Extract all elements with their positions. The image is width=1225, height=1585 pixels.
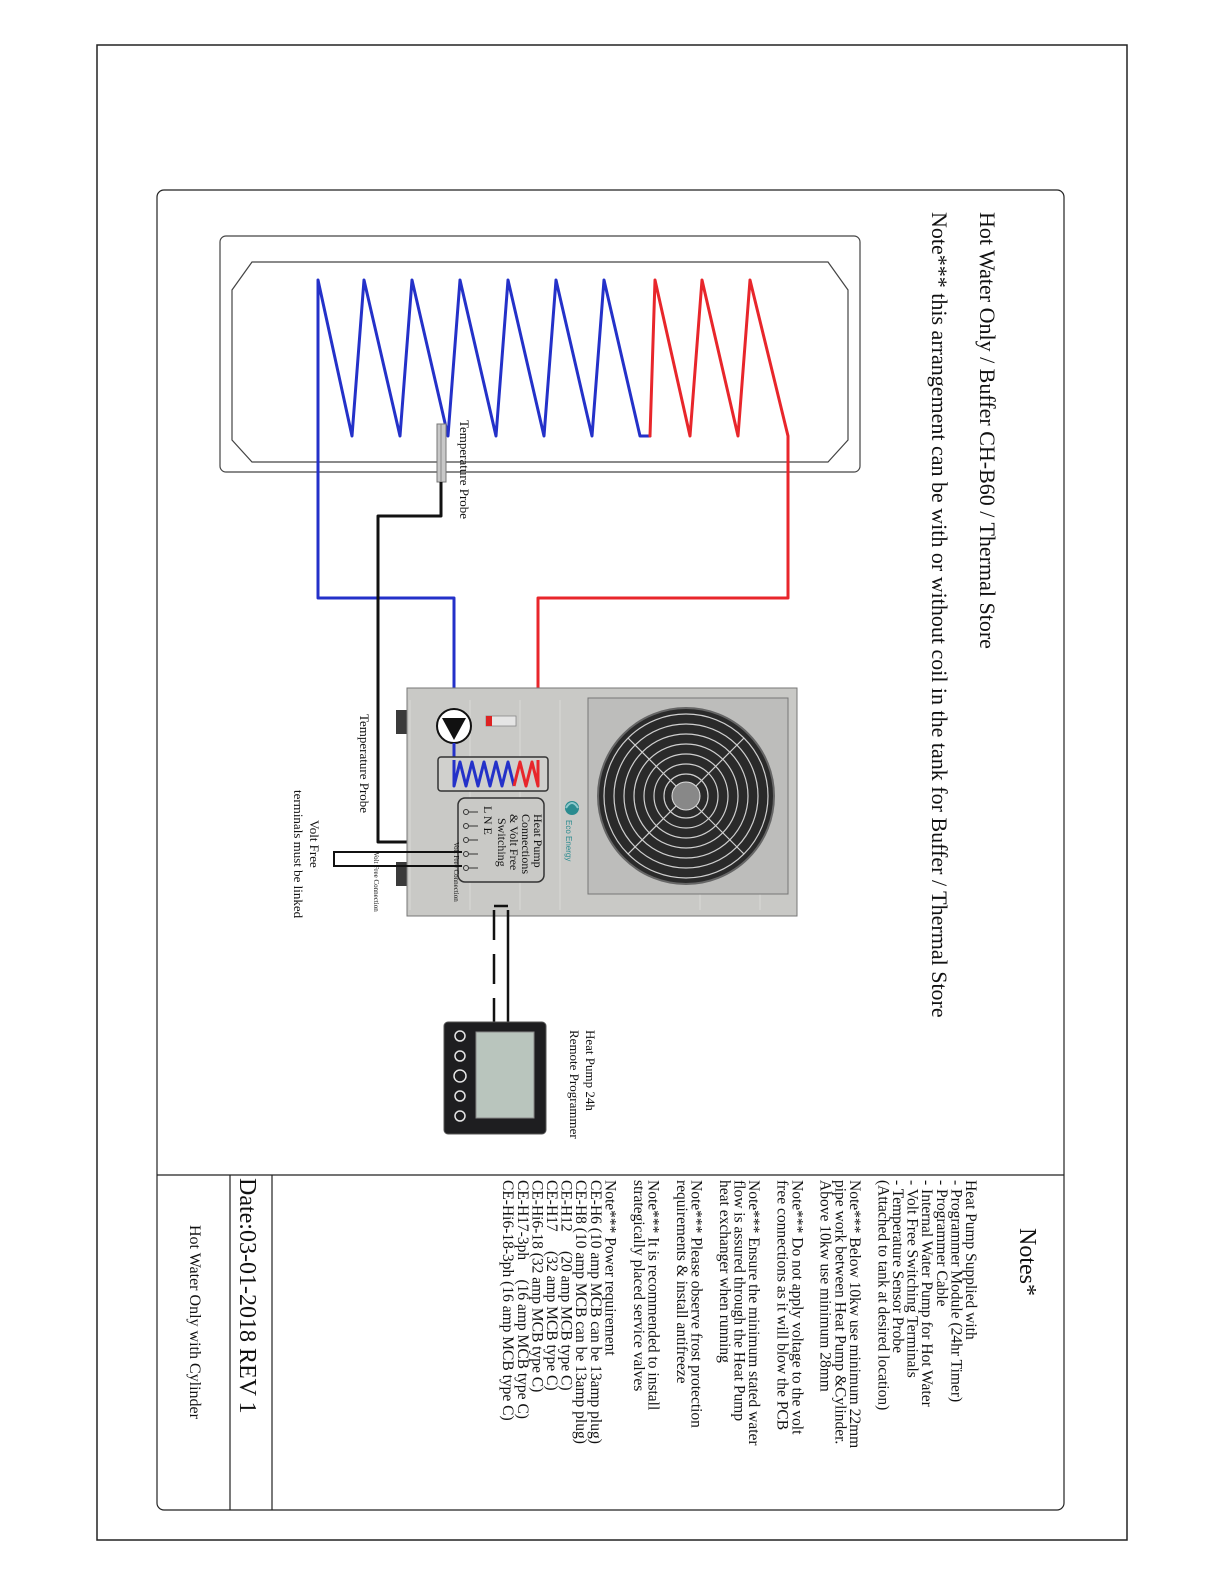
note-line: CE-H17-3ph (16 amp MCB type C) (514, 1180, 531, 1419)
probe-cable (376, 482, 443, 844)
coil-cold-section (316, 278, 652, 598)
notes-list: Heat Pump Supplied with- Programmer Modu… (499, 1180, 979, 1448)
note-line: - Temperature Sensor Probe (889, 1180, 906, 1353)
note-line: - Volt Free Switching Terminals (904, 1180, 921, 1378)
remote-programmer (443, 1021, 547, 1135)
note-line: Note*** Below 10kw use minimum 22mm (846, 1180, 863, 1448)
note-line: Heat Pump Supplied with (962, 1180, 979, 1340)
note-line: CE-H6 (10 amp MCB can be 13amp plug) (587, 1180, 604, 1444)
note-line: strategically placed service valves (630, 1180, 647, 1391)
note-line: CE-H12 (20 amp MCB type C) (558, 1180, 575, 1391)
inner-frame (156, 189, 1065, 1511)
diagram-title: Hot Water Only / Buffer CH-B60 / Thermal… (975, 212, 1000, 649)
note-line: free connections as it will blow the PCB (774, 1180, 791, 1430)
heat-pump-unit (396, 687, 798, 917)
title-block-date: Date:03-01-2018 REV 1 (234, 1178, 260, 1414)
note-line: Note*** Do not apply voltage to the volt (788, 1180, 805, 1435)
hp-panel-line-4: Switching (495, 818, 509, 867)
flow-pipe-hot (536, 436, 790, 760)
volt-free-label-2: terminals must be linked (291, 790, 306, 919)
programmer-cable (492, 904, 510, 1024)
hp-panel-line-3: & Volt Free (507, 814, 521, 870)
tank-coil (316, 278, 790, 598)
volt-free-label: Volt Free (307, 820, 322, 868)
diagram-subtitle: Note*** this arrangement can be with or … (927, 212, 952, 1018)
volt-free-connection-label-2: Volt Free Connection (372, 852, 380, 912)
title-block-name: Hot Water Only with Cylinder (186, 1225, 203, 1420)
tank-temperature-probe (436, 423, 447, 483)
notes-heading: Notes* (1014, 1228, 1040, 1296)
brand-logo (565, 801, 579, 815)
hp-terminals-label: L N E (481, 806, 495, 835)
note-line: (Attached to tank at desired location) (874, 1180, 891, 1410)
remote-label-1: Heat Pump 24h (583, 1030, 598, 1111)
note-line: pipe work between Heat Pump &Cylinder. (831, 1180, 848, 1444)
tank-probe-label: Temperature Probe (457, 420, 472, 519)
note-line: heat exchanger when running (716, 1180, 733, 1363)
note-line: Note*** Power requirement (601, 1180, 618, 1356)
brand-label: Eco Energy (564, 820, 573, 861)
volt-free-connection-label-1: Volt Free Connection (452, 842, 460, 902)
buffer-tank (219, 235, 861, 473)
note-line: CE-Hi6-18-3ph (16 amp MCB type C) (499, 1180, 516, 1421)
hp-panel-line-1: Heat Pump (531, 814, 545, 868)
note-line: Note*** Ensure the minimum stated water (745, 1180, 762, 1446)
volt-free-link (333, 851, 462, 867)
coil-hot-section (648, 278, 790, 438)
note-line: - Programmer Cable (933, 1180, 950, 1307)
note-line: - Internal Water Pump for Hot Water (918, 1180, 935, 1408)
note-line: CE-Hi6-18 (32 amp MCB type C) (528, 1180, 545, 1392)
hp-panel-line-2: Connections (519, 814, 533, 874)
return-pipe-cold (316, 596, 456, 720)
note-line: - Programmer Module (24hr Timer) (947, 1180, 964, 1402)
note-line: requirements & install antifreeze (673, 1180, 690, 1384)
note-line: CE-H8 (10 amp MCB can be 13amp plug) (572, 1180, 589, 1444)
note-line: flow is assured through the Heat Pump (731, 1180, 748, 1421)
outer-frame (96, 44, 1128, 1541)
note-line: Note*** Please observe frost protection (688, 1180, 705, 1428)
remote-label-2: Remote Programmer (567, 1030, 582, 1139)
note-line: Above 10kw use minimum 28mm (817, 1180, 834, 1392)
note-line: CE-H17 (32 amp MCB type C) (543, 1180, 560, 1391)
hp-probe-label: Temperature Probe (357, 714, 372, 813)
note-line: Note*** It is recommended to install (644, 1180, 661, 1410)
